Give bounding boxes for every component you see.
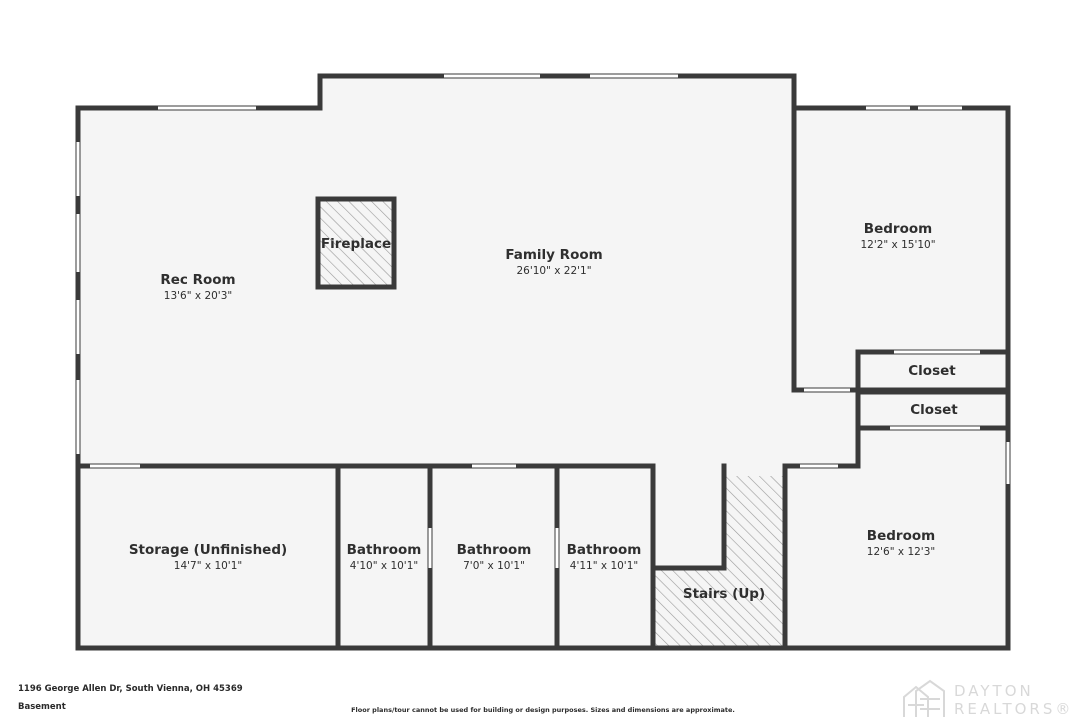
bathroom-1-name: Bathroom — [347, 542, 422, 558]
logo-line-1: DAYTON — [954, 682, 1034, 700]
bathroom-3-dims: 4'11" x 10'1" — [570, 560, 638, 572]
walls — [75, 73, 1011, 651]
door-openings — [90, 350, 980, 568]
dayton-realtors-logo: DAYTON REALTORS® — [898, 676, 1078, 722]
property-address: 1196 George Allen Dr, South Vienna, OH 4… — [18, 684, 243, 694]
floor-level: Basement — [18, 702, 66, 712]
fireplace-hatch — [318, 199, 394, 287]
logo-mark-icon — [903, 679, 945, 717]
family-room-name: Family Room — [505, 247, 602, 263]
logo-line-2: REALTORS® — [954, 700, 1074, 718]
bedroom-2-dims: 12'6" x 12'3" — [867, 546, 935, 558]
fireplace-label: Fireplace — [321, 236, 391, 252]
bathroom-1-dims: 4'10" x 10'1" — [350, 560, 418, 572]
family-room-dims: 26'10" x 22'1" — [516, 265, 591, 277]
storage-name: Storage (Unfinished) — [129, 542, 287, 558]
bedroom-2-name: Bedroom — [867, 528, 935, 544]
disclaimer: Floor plans/tour cannot be used for buil… — [351, 706, 735, 714]
rec-room-name: Rec Room — [160, 272, 235, 288]
rec-room-dims: 13'6" x 20'3" — [164, 290, 232, 302]
window-frames — [75, 73, 1011, 484]
bathroom-2-dims: 7'0" x 10'1" — [463, 560, 525, 572]
bedroom-1-dims: 12'2" x 15'10" — [860, 239, 935, 251]
bedroom-1-name: Bedroom — [864, 221, 932, 237]
bathroom-2-name: Bathroom — [457, 542, 532, 558]
stairs-label: Stairs (Up) — [683, 586, 765, 602]
closet-1-name: Closet — [908, 363, 956, 379]
closet-2-name: Closet — [910, 402, 958, 418]
stairs-hatch — [653, 476, 785, 648]
storage-dims: 14'7" x 10'1" — [174, 560, 242, 572]
windows — [76, 74, 1010, 484]
bathroom-3-name: Bathroom — [567, 542, 642, 558]
